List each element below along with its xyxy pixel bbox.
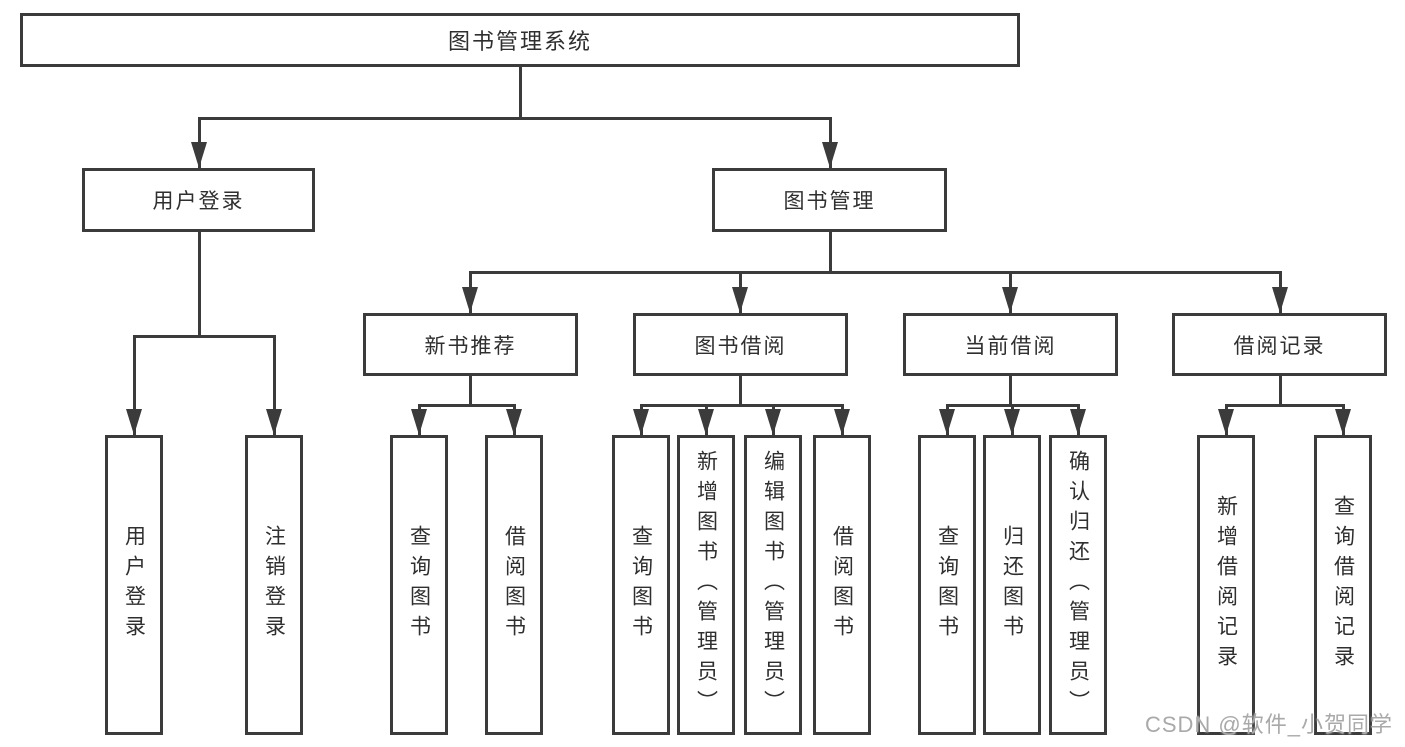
node-leaf-add-books-admin: 新增图书（管理员）: [677, 435, 735, 735]
node-leaf-confirm-return-admin: 确认归还（管理员）: [1049, 435, 1107, 735]
connector-hline: [417, 403, 516, 407]
connector-vline: [828, 230, 832, 273]
node-leaf-borrow-books-2: 借阅图书: [813, 435, 871, 735]
arrow-down-icon: [765, 409, 781, 435]
node-label: 归还图书: [1000, 525, 1024, 645]
node-label: 用户登录: [152, 190, 245, 213]
node-label: 新书推荐: [424, 334, 517, 358]
arrow-down-icon: [1218, 409, 1234, 435]
node-leaf-query-books-3: 查询图书: [918, 435, 976, 735]
connector-hline: [468, 270, 1282, 274]
connector-vline: [132, 336, 136, 435]
connector-vline: [1278, 374, 1282, 406]
node-leaf-logout: 注销登录: [245, 435, 303, 735]
connector-vline: [272, 336, 276, 435]
node-leaf-edit-books-admin: 编辑图书（管理员）: [744, 435, 802, 735]
connector-vline: [518, 66, 522, 119]
node-book-borrow: 图书借阅: [633, 313, 848, 376]
node-label: 查询图书: [935, 525, 959, 645]
node-leaf-query-books-2: 查询图书: [612, 435, 670, 735]
node-label: 注销登录: [262, 525, 286, 645]
node-label: 当前借阅: [964, 334, 1057, 358]
node-leaf-user-login: 用户登录: [105, 435, 163, 735]
connector-vline: [738, 374, 742, 406]
connector-hline: [197, 116, 832, 120]
node-label: 借阅图书: [502, 525, 526, 645]
node-current-borrow: 当前借阅: [903, 313, 1118, 376]
arrow-down-icon: [462, 287, 478, 313]
node-leaf-add-borrow-record: 新增借阅记录: [1197, 435, 1255, 735]
node-leaf-borrow-books-1: 借阅图书: [485, 435, 543, 735]
node-library-management-system: 图书管理系统: [20, 13, 1020, 67]
connector-vline: [468, 374, 472, 406]
arrow-down-icon: [506, 409, 522, 435]
node-borrow-records: 借阅记录: [1172, 313, 1387, 376]
arrow-down-icon: [633, 409, 649, 435]
csdn-watermark: CSDN @软件_小贺同学: [1144, 712, 1393, 737]
node-label: 图书管理系统: [447, 29, 592, 54]
connector-vline: [1008, 374, 1012, 406]
node-label: 用户登录: [122, 525, 146, 645]
arrow-down-icon: [191, 142, 207, 168]
arrow-down-icon: [126, 409, 142, 435]
node-label: 借阅记录: [1233, 334, 1326, 358]
node-leaf-return-books: 归还图书: [983, 435, 1041, 735]
arrow-down-icon: [1004, 409, 1020, 435]
arrow-down-icon: [1335, 409, 1351, 435]
node-label: 确认归还（管理员）: [1066, 450, 1090, 720]
node-label: 编辑图书（管理员）: [761, 450, 785, 720]
node-user-login: 用户登录: [82, 168, 315, 232]
node-label: 图书管理: [783, 190, 876, 213]
node-label: 查询图书: [407, 525, 431, 645]
node-leaf-query-books-1: 查询图书: [390, 435, 448, 735]
node-book-management: 图书管理: [712, 168, 947, 232]
connector-vline: [197, 230, 201, 336]
arrow-down-icon: [266, 409, 282, 435]
connector-hline: [1224, 403, 1345, 407]
node-label: 查询图书: [629, 525, 653, 645]
arrow-down-icon: [939, 409, 955, 435]
arrow-down-icon: [834, 409, 850, 435]
node-leaf-query-borrow-record: 查询借阅记录: [1314, 435, 1372, 735]
node-label: 借阅图书: [830, 525, 854, 645]
arrow-down-icon: [1272, 287, 1288, 313]
node-label: 图书借阅: [694, 334, 787, 358]
arrow-down-icon: [822, 142, 838, 168]
node-label: 新增图书（管理员）: [694, 450, 718, 720]
arrow-down-icon: [411, 409, 427, 435]
arrow-down-icon: [1070, 409, 1086, 435]
arrow-down-icon: [1002, 287, 1018, 313]
arrow-down-icon: [732, 287, 748, 313]
node-label: 查询借阅记录: [1331, 495, 1355, 675]
arrow-down-icon: [698, 409, 714, 435]
node-label: 新增借阅记录: [1214, 495, 1238, 675]
connector-hline: [639, 403, 844, 407]
node-new-book-recommend: 新书推荐: [363, 313, 578, 376]
connector-hline: [132, 334, 276, 338]
